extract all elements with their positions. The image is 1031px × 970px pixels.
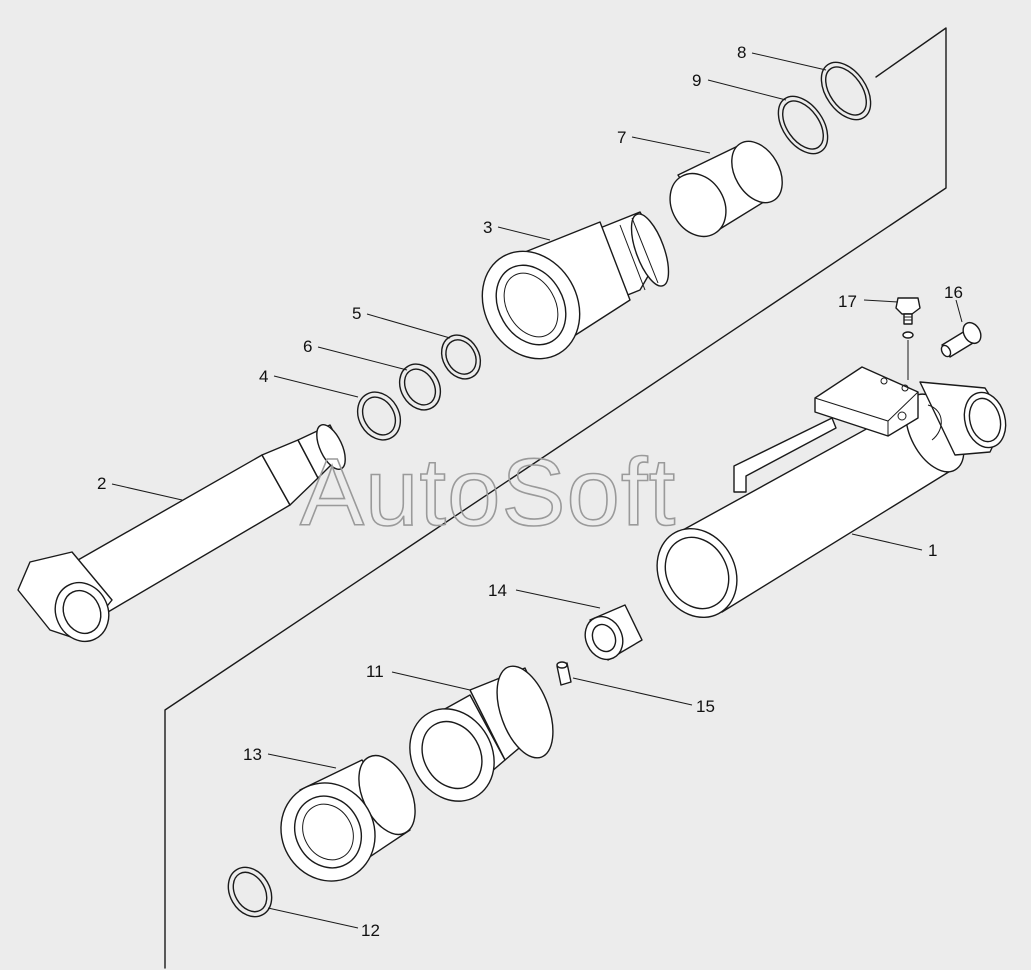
callout-3: 3 (483, 218, 492, 237)
callout-17: 17 (838, 292, 857, 311)
part-14-nut (584, 604, 643, 661)
leader-6 (317, 346, 408, 371)
leader-7 (631, 136, 711, 154)
part-12-ring (227, 866, 273, 918)
part-3-gland (481, 211, 670, 360)
leader-2 (111, 483, 183, 501)
part-16-screw (940, 321, 982, 358)
part-5-ring (440, 334, 482, 380)
part-15-pin (556, 661, 572, 686)
leader-lines (111, 52, 963, 929)
part-11-piston (409, 665, 554, 802)
leader-12 (267, 907, 359, 929)
leader-9 (707, 79, 787, 101)
leader-13 (267, 753, 337, 769)
callout-7: 7 (617, 128, 626, 147)
leader-3 (497, 226, 551, 241)
callout-2: 2 (97, 474, 106, 493)
leader-1 (851, 533, 923, 551)
leader-14 (515, 589, 601, 609)
leader-5 (366, 313, 451, 339)
leader-11 (391, 671, 471, 691)
part-8-ring (820, 61, 872, 121)
callout-12: 12 (361, 921, 380, 940)
callout-labels: 1 2 3 4 5 6 7 8 9 11 12 13 14 15 16 17 (97, 43, 963, 940)
callout-11: 11 (366, 662, 384, 681)
callout-8: 8 (737, 43, 746, 62)
leader-17 (863, 299, 899, 303)
part-4-ring (356, 391, 402, 441)
callout-9: 9 (692, 71, 701, 90)
callout-6: 6 (303, 337, 312, 356)
callout-1: 1 (928, 541, 937, 560)
leader-16 (955, 299, 963, 323)
part-13-bushing (280, 754, 416, 882)
part-6-ring (398, 363, 442, 411)
leader-8 (751, 52, 827, 71)
part-7-sleeve (669, 140, 783, 238)
part-17-bolt (895, 297, 921, 380)
callout-5: 5 (352, 304, 361, 323)
part-1-cylinder-barrel (656, 366, 1007, 619)
callout-4: 4 (259, 367, 268, 386)
leader-4 (273, 375, 359, 398)
callout-16: 16 (944, 283, 963, 302)
leader-15 (572, 677, 693, 706)
callout-15: 15 (696, 697, 715, 716)
watermark: AutoSoft (300, 439, 676, 546)
callout-14: 14 (488, 581, 507, 600)
part-9-ring (777, 95, 829, 155)
callout-13: 13 (243, 745, 262, 764)
exploded-boundary (164, 27, 947, 969)
part-2-piston-rod (17, 424, 346, 643)
